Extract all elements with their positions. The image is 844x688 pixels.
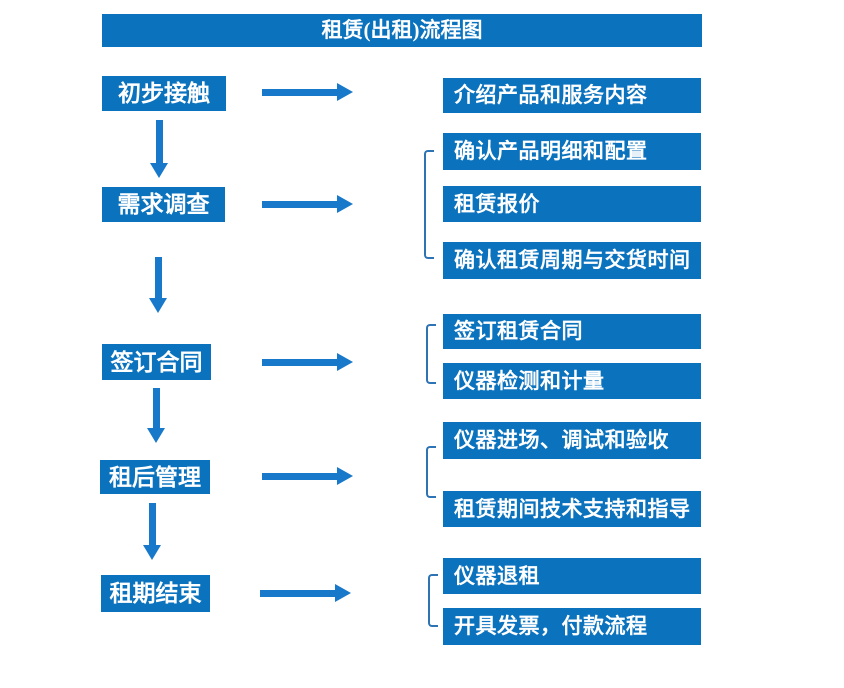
item-box-9: 仪器退租: [443, 558, 701, 594]
item-box-8: 租赁期间技术支持和指导: [443, 491, 701, 527]
item-box-5: 签订租赁合同: [443, 314, 701, 349]
item-box-7: 仪器进场、调试和验收: [443, 422, 701, 459]
step-label-1: 初步接触: [118, 81, 210, 106]
arrow-down-icon-1: [150, 120, 168, 178]
arrow-right-icon-3: [262, 353, 353, 371]
item-label-7: 仪器进场、调试和验收: [454, 428, 669, 452]
arrow-shaft: [262, 358, 337, 366]
arrow-shaft: [154, 257, 162, 298]
arrow-down-icon-4: [143, 503, 161, 560]
arrow-head: [143, 545, 161, 560]
item-label-4: 确认租赁周期与交货时间: [454, 248, 691, 272]
item-label-6: 仪器检测和计量: [454, 368, 605, 393]
item-box-3: 租赁报价: [443, 186, 701, 222]
item-box-1: 介绍产品和服务内容: [443, 78, 701, 113]
step-box-5: 租期结束: [101, 575, 210, 612]
step-label-2: 需求调查: [117, 192, 210, 217]
item-label-1: 介绍产品和服务内容: [454, 83, 648, 107]
arrow-right-icon-1: [262, 83, 353, 101]
group-bracket-1: [424, 150, 434, 259]
step-box-4: 租后管理: [100, 460, 210, 494]
step-label-5: 租期结束: [109, 581, 202, 606]
item-label-2: 确认产品明细和配置: [454, 139, 648, 163]
arrow-shaft: [152, 388, 160, 428]
item-box-10: 开具发票，付款流程: [443, 608, 701, 645]
step-label-3: 签订合同: [110, 349, 203, 375]
arrow-down-icon-3: [147, 388, 165, 443]
step-label-4: 租后管理: [109, 464, 201, 490]
title-bar: 租赁(出租)流程图: [102, 14, 702, 47]
item-box-4: 确认租赁周期与交货时间: [443, 242, 701, 279]
arrow-head: [150, 163, 168, 178]
arrow-shaft: [260, 589, 335, 597]
arrow-down-icon-2: [149, 257, 167, 313]
arrow-right-icon-5: [260, 584, 351, 602]
group-bracket-3: [426, 446, 436, 498]
arrow-right-icon-4: [262, 467, 353, 485]
item-label-10: 开具发票，付款流程: [454, 614, 648, 638]
item-label-3: 租赁报价: [454, 191, 540, 216]
arrow-head: [337, 195, 353, 213]
arrow-right-icon-2: [262, 195, 353, 213]
group-bracket-2: [426, 324, 436, 384]
step-box-2: 需求调查: [102, 187, 225, 222]
arrow-head: [337, 467, 353, 485]
arrow-head: [337, 353, 353, 371]
item-box-6: 仪器检测和计量: [443, 363, 701, 399]
arrow-head: [335, 584, 351, 602]
arrow-shaft: [155, 120, 163, 163]
arrow-head: [147, 428, 165, 443]
item-label-8: 租赁期间技术支持和指导: [454, 496, 691, 521]
item-label-9: 仪器退租: [454, 563, 540, 588]
arrow-shaft: [148, 503, 156, 545]
arrow-shaft: [262, 88, 337, 96]
arrow-head: [149, 298, 167, 313]
arrow-head: [337, 83, 353, 101]
item-box-2: 确认产品明细和配置: [443, 133, 701, 170]
arrow-shaft: [262, 200, 337, 208]
step-box-1: 初步接触: [102, 76, 226, 111]
arrow-shaft: [262, 472, 337, 480]
group-bracket-4: [428, 574, 438, 627]
step-box-3: 签订合同: [102, 344, 211, 380]
page-title: 租赁(出租)流程图: [321, 18, 483, 42]
item-label-5: 签订租赁合同: [454, 319, 583, 343]
